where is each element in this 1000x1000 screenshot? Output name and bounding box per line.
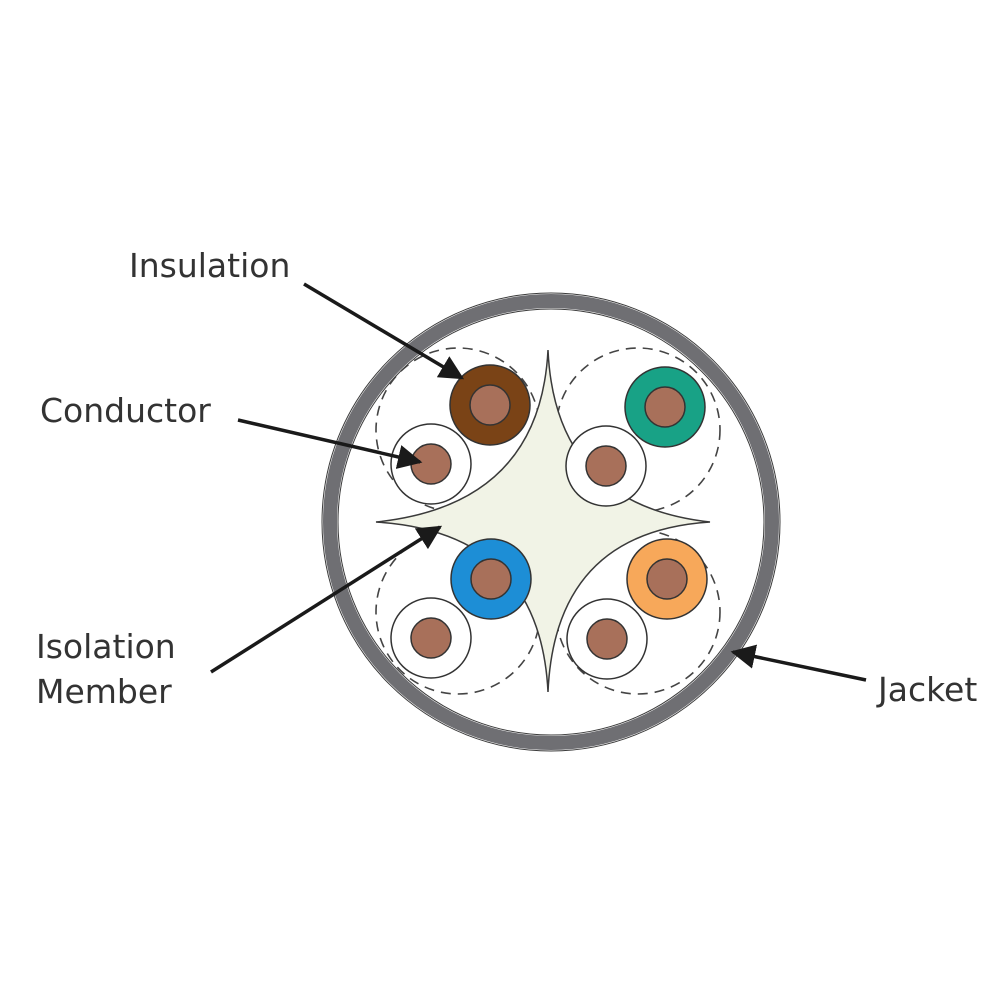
conductor-core (646, 558, 688, 600)
conductor-core (585, 445, 627, 487)
insulation-label: Insulation (129, 246, 290, 285)
conductor-label: Conductor (40, 391, 211, 430)
conductor-core (410, 617, 452, 659)
jacket-outer-outline (321, 292, 781, 752)
wire-brown (449, 364, 531, 446)
conductor-core (410, 443, 452, 485)
wire-green (624, 366, 706, 448)
jacket-inner-outline (337, 308, 765, 736)
wire-orange (626, 538, 708, 620)
wire-blue (450, 538, 532, 620)
isolation-member-separator (375, 349, 711, 693)
conductor-core (644, 386, 686, 428)
conductor-core (586, 618, 628, 660)
wire-white-bottom-right (566, 598, 648, 680)
isolation-member-arrow (210, 525, 443, 674)
insulation-arrow (303, 282, 465, 380)
wire-white-bottom-left (390, 597, 472, 679)
jacket-label: Jacket (876, 670, 977, 709)
wire-white-top-right (565, 425, 647, 507)
conductor-core (469, 384, 511, 426)
conductor-arrow (237, 418, 423, 469)
isolation-member-label-line2: Member (36, 672, 172, 711)
wire-white-top-left (390, 423, 472, 505)
conductor-core (470, 558, 512, 600)
jacket-arrow (730, 644, 867, 682)
isolation-member-label-line1: Isolation (36, 627, 176, 666)
